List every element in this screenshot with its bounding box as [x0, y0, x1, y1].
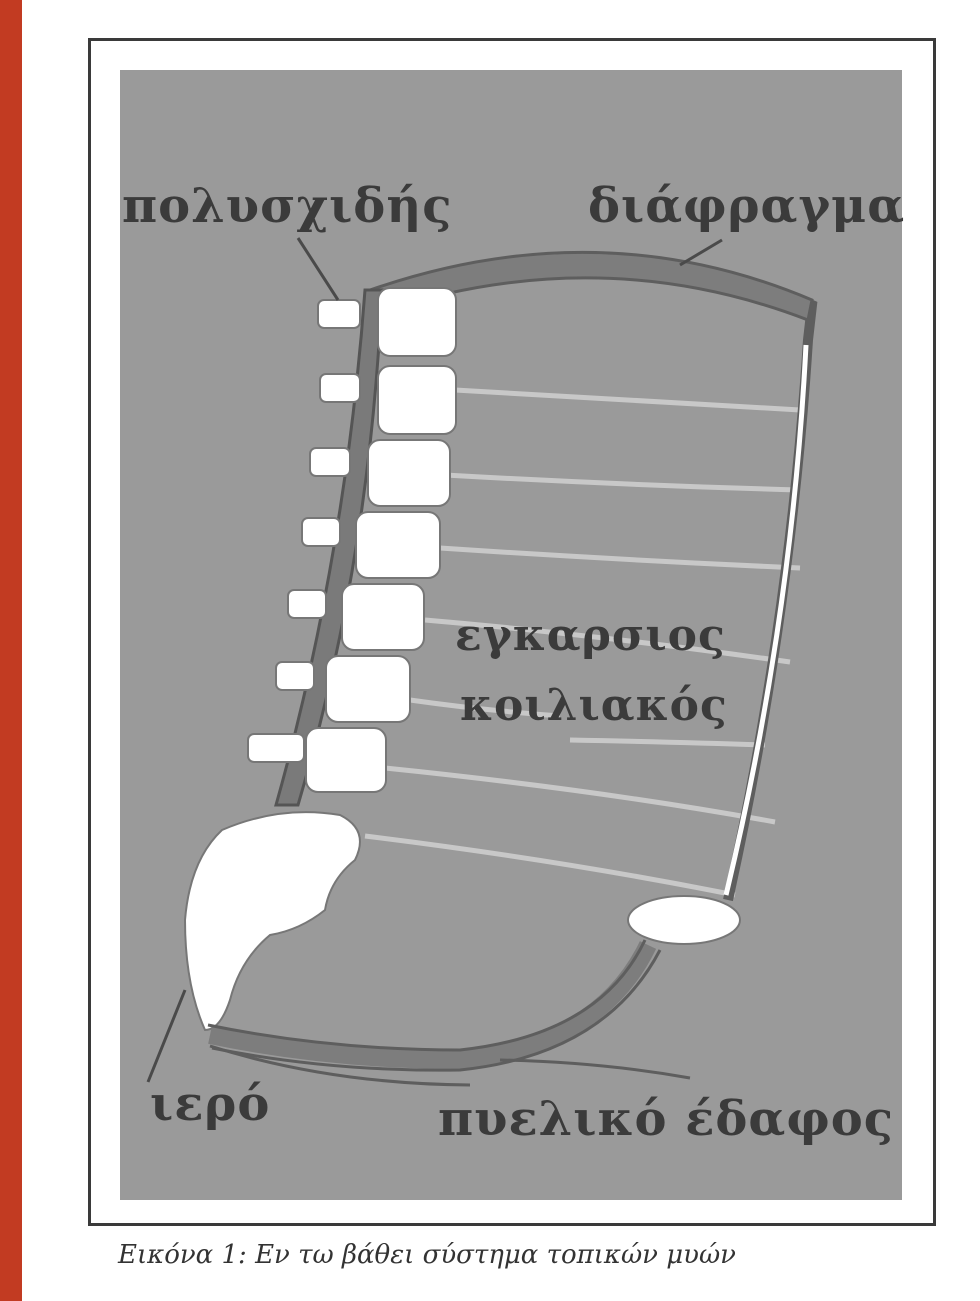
- label-sacrum: ιερό: [150, 1076, 270, 1132]
- label-pelvic-floor: πυελικό έδαφος: [438, 1091, 894, 1147]
- label-multifidus: πολυσχιδής: [122, 178, 452, 234]
- figure-caption: Εικόνα 1: Εν τω βάθει σύστημα τοπικών μυ…: [118, 1240, 918, 1270]
- label-diaphragm: διάφραγμα: [588, 178, 905, 234]
- label-transversus-line1: εγκαρσιος: [455, 610, 726, 661]
- label-transversus-line2: κοιλιακός: [460, 680, 728, 731]
- pubic-bone: [628, 896, 740, 944]
